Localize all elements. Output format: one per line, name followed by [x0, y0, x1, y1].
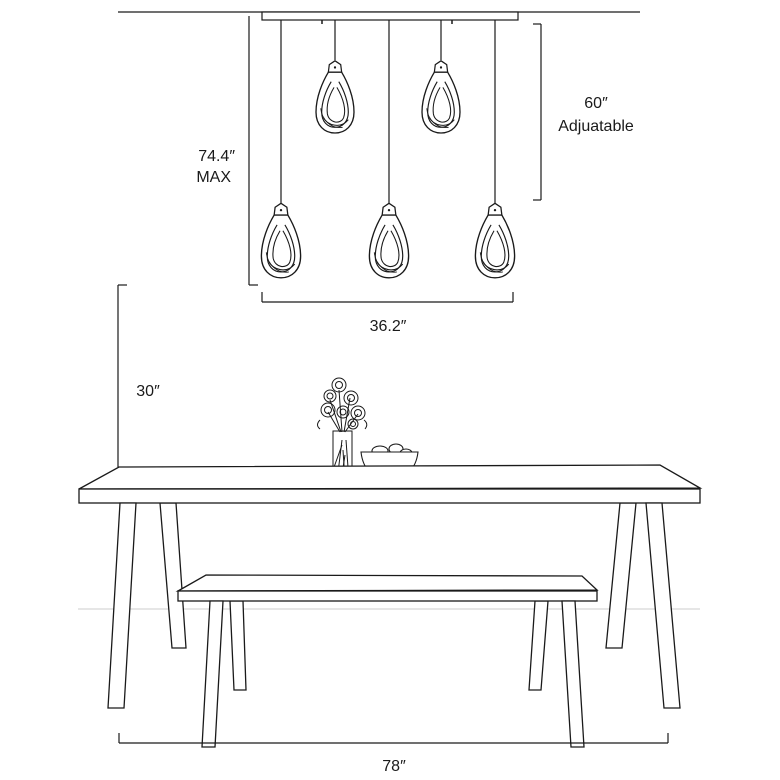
pendant-shade-lower-left	[260, 202, 302, 279]
overall-height-value: 74.4″	[198, 148, 235, 165]
canopy	[261, 11, 519, 24]
canopy-width-dimension	[261, 292, 514, 303]
pendant-shade-lower-right	[474, 202, 516, 279]
dining-table	[78, 464, 703, 709]
pendant-cords	[280, 20, 496, 203]
table-height-value: 30″	[136, 383, 160, 400]
table-length-value: 78″	[382, 758, 406, 775]
table-length-dimension	[118, 733, 669, 744]
overall-height-qualifier: MAX	[196, 169, 231, 186]
pendant-shade-upper-left	[315, 60, 355, 134]
cord-length-qualifier: Adjuatable	[558, 118, 634, 135]
pendant-shade-upper-right	[421, 60, 461, 134]
bench	[175, 574, 599, 748]
table-height-dimension	[117, 284, 127, 467]
pendant-shade-lower-center	[368, 202, 410, 279]
canopy-width-value: 36.2″	[370, 318, 407, 335]
overall-height-dimension	[248, 16, 258, 286]
cord-length-value: 60″	[584, 95, 608, 112]
cord-length-dimension	[533, 23, 542, 201]
